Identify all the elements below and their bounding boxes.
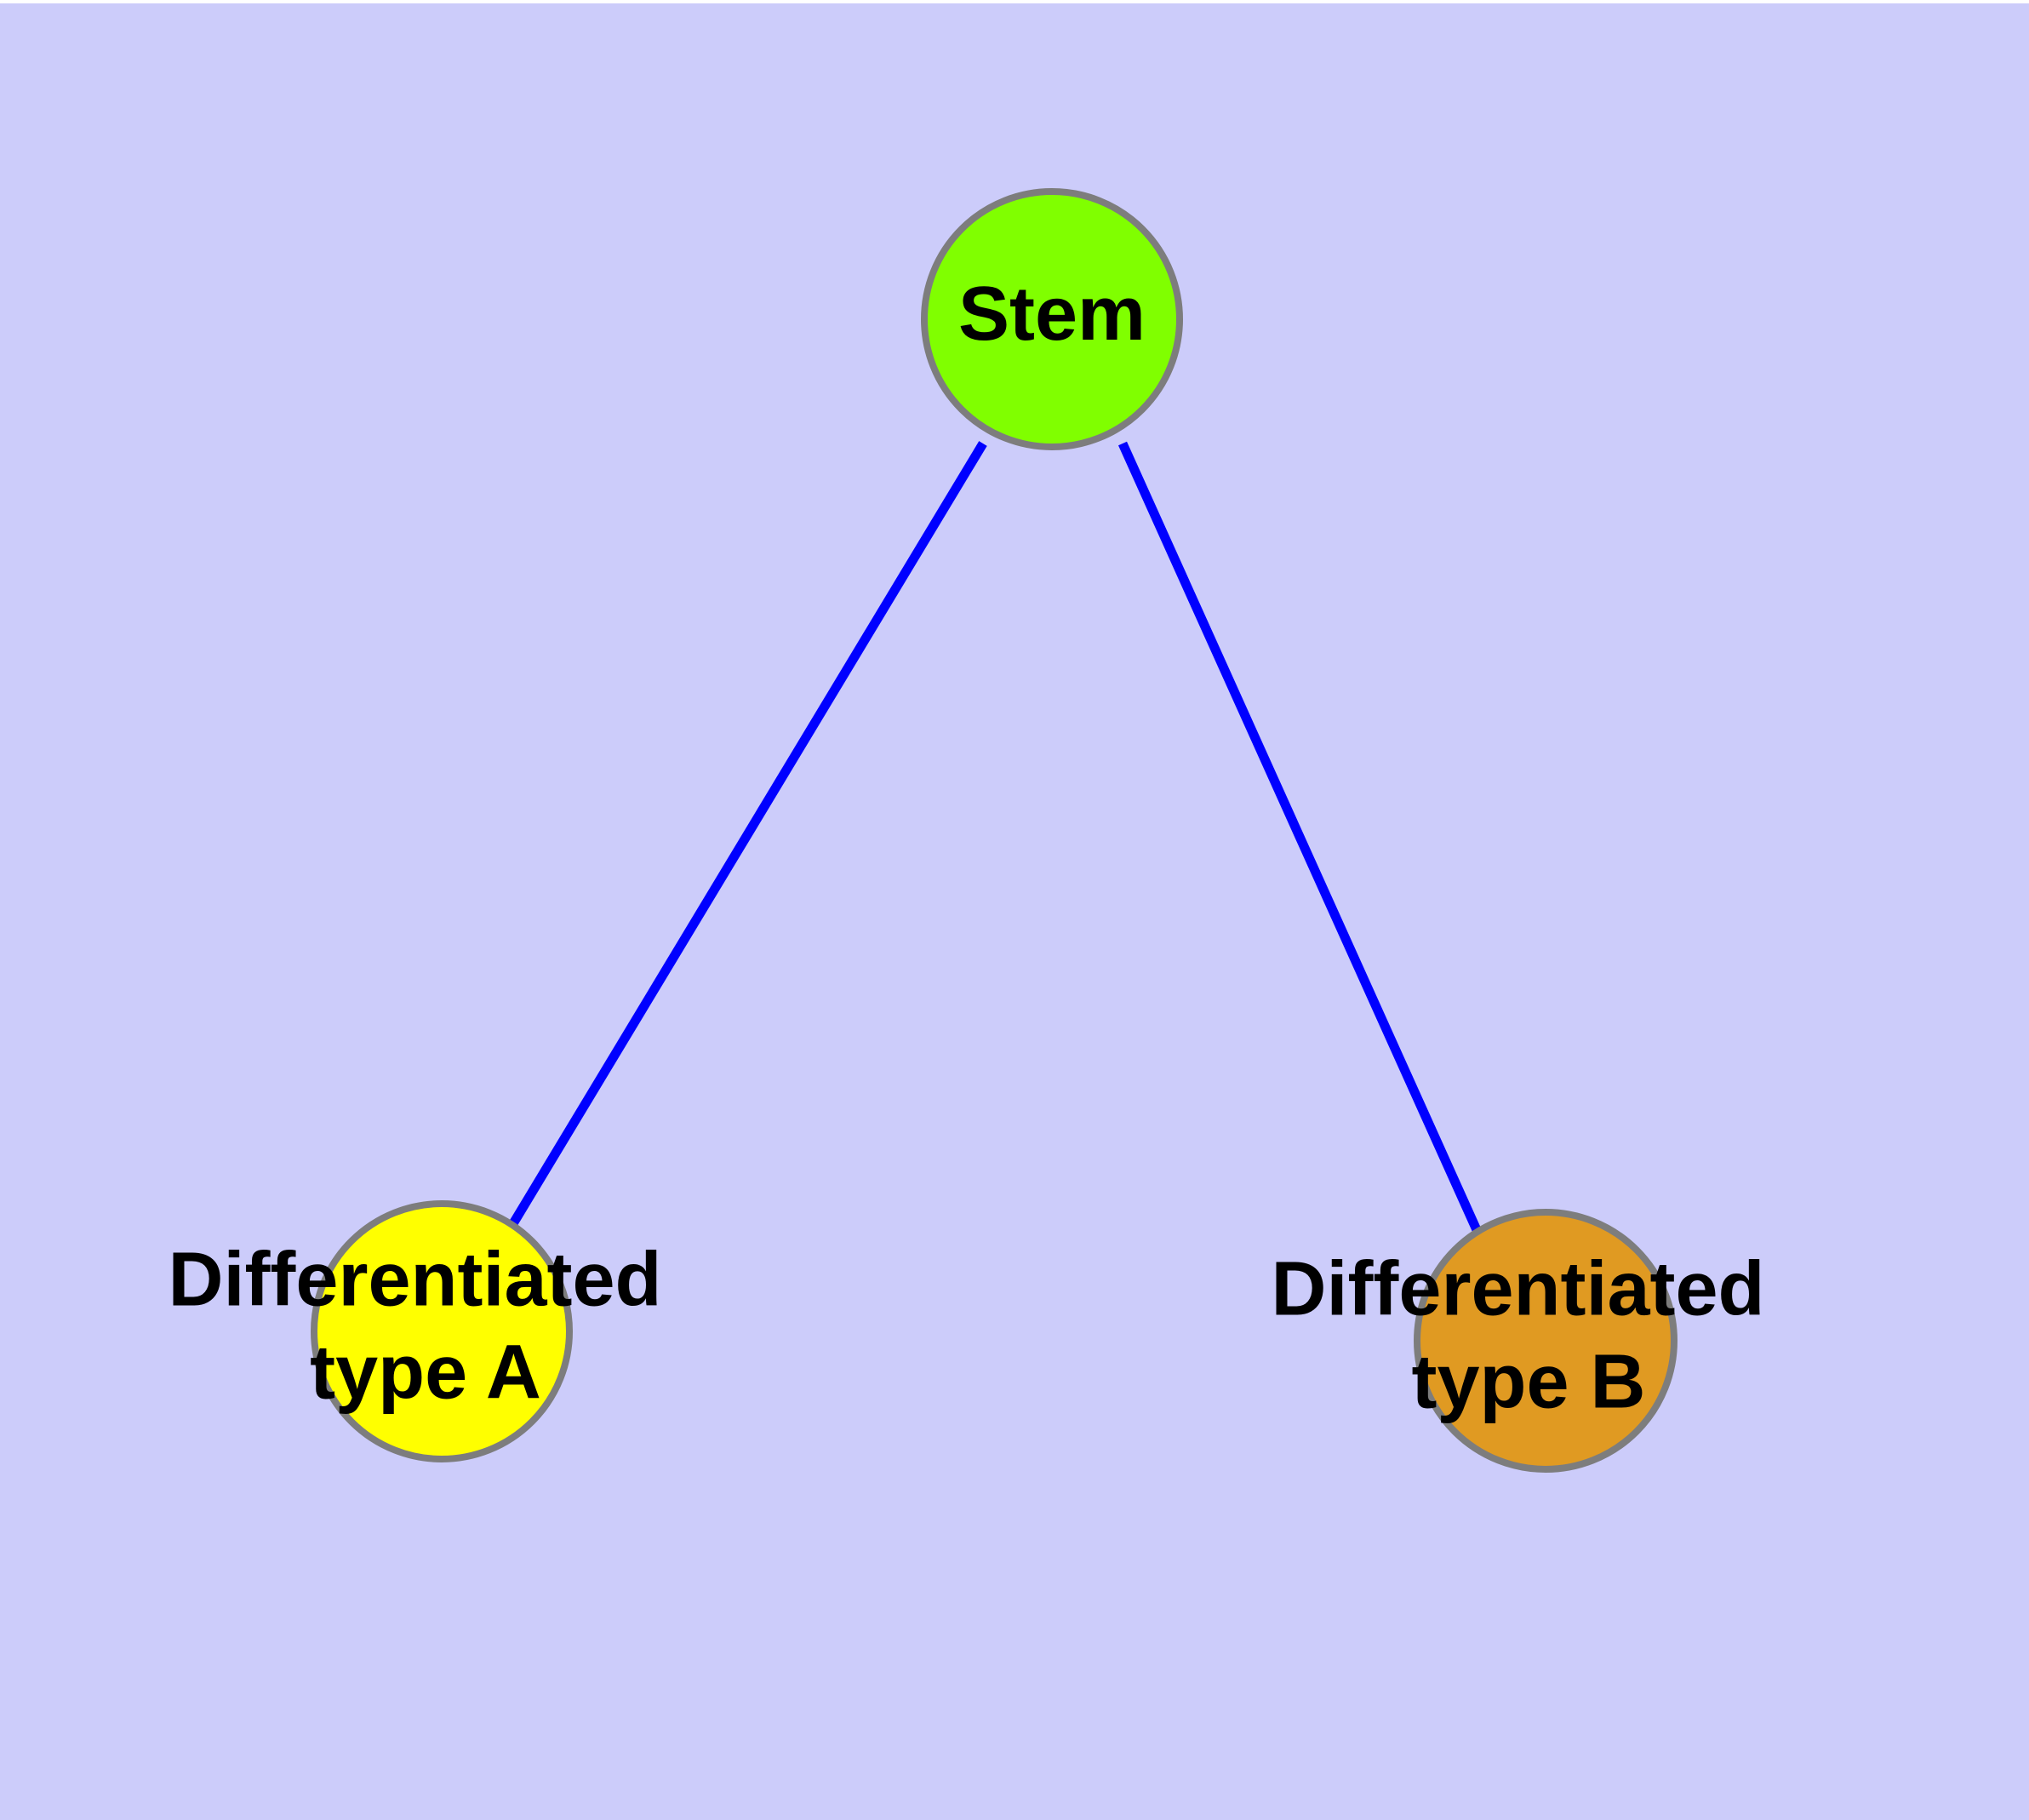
node-label-stem: Stem: [958, 272, 1146, 357]
edge-stem-to-differentiated-type-b[interactable]: [1117, 441, 1483, 1234]
node-label-differentiated-type-b: Differentiated type B: [1271, 1246, 1786, 1424]
node-label-stem-line-1: Stem: [958, 272, 1146, 357]
node-label-differentiated-type-a-line-2: type A: [310, 1330, 541, 1415]
node-differentiated-type-b[interactable]: [1414, 1209, 1677, 1473]
node-group: [311, 188, 1677, 1473]
label-group: Stem Differentiated type A Differentiate…: [168, 272, 1786, 1425]
node-differentiated-type-a[interactable]: [311, 1200, 573, 1462]
node-circle-differentiated-type-b[interactable]: [1414, 1209, 1677, 1473]
node-label-differentiated-type-a: Differentiated type A: [168, 1237, 683, 1415]
node-stem[interactable]: [921, 188, 1183, 450]
node-label-differentiated-type-a-line-1: Differentiated: [168, 1237, 661, 1322]
edge-stem-to-differentiated-type-a[interactable]: [508, 441, 987, 1228]
node-circle-stem[interactable]: [921, 188, 1183, 450]
node-label-differentiated-type-b-line-2: type B: [1411, 1339, 1645, 1424]
edge-group: [508, 441, 1483, 1234]
node-circle-differentiated-type-a[interactable]: [311, 1200, 573, 1462]
node-label-differentiated-type-b-line-1: Differentiated: [1271, 1246, 1764, 1331]
